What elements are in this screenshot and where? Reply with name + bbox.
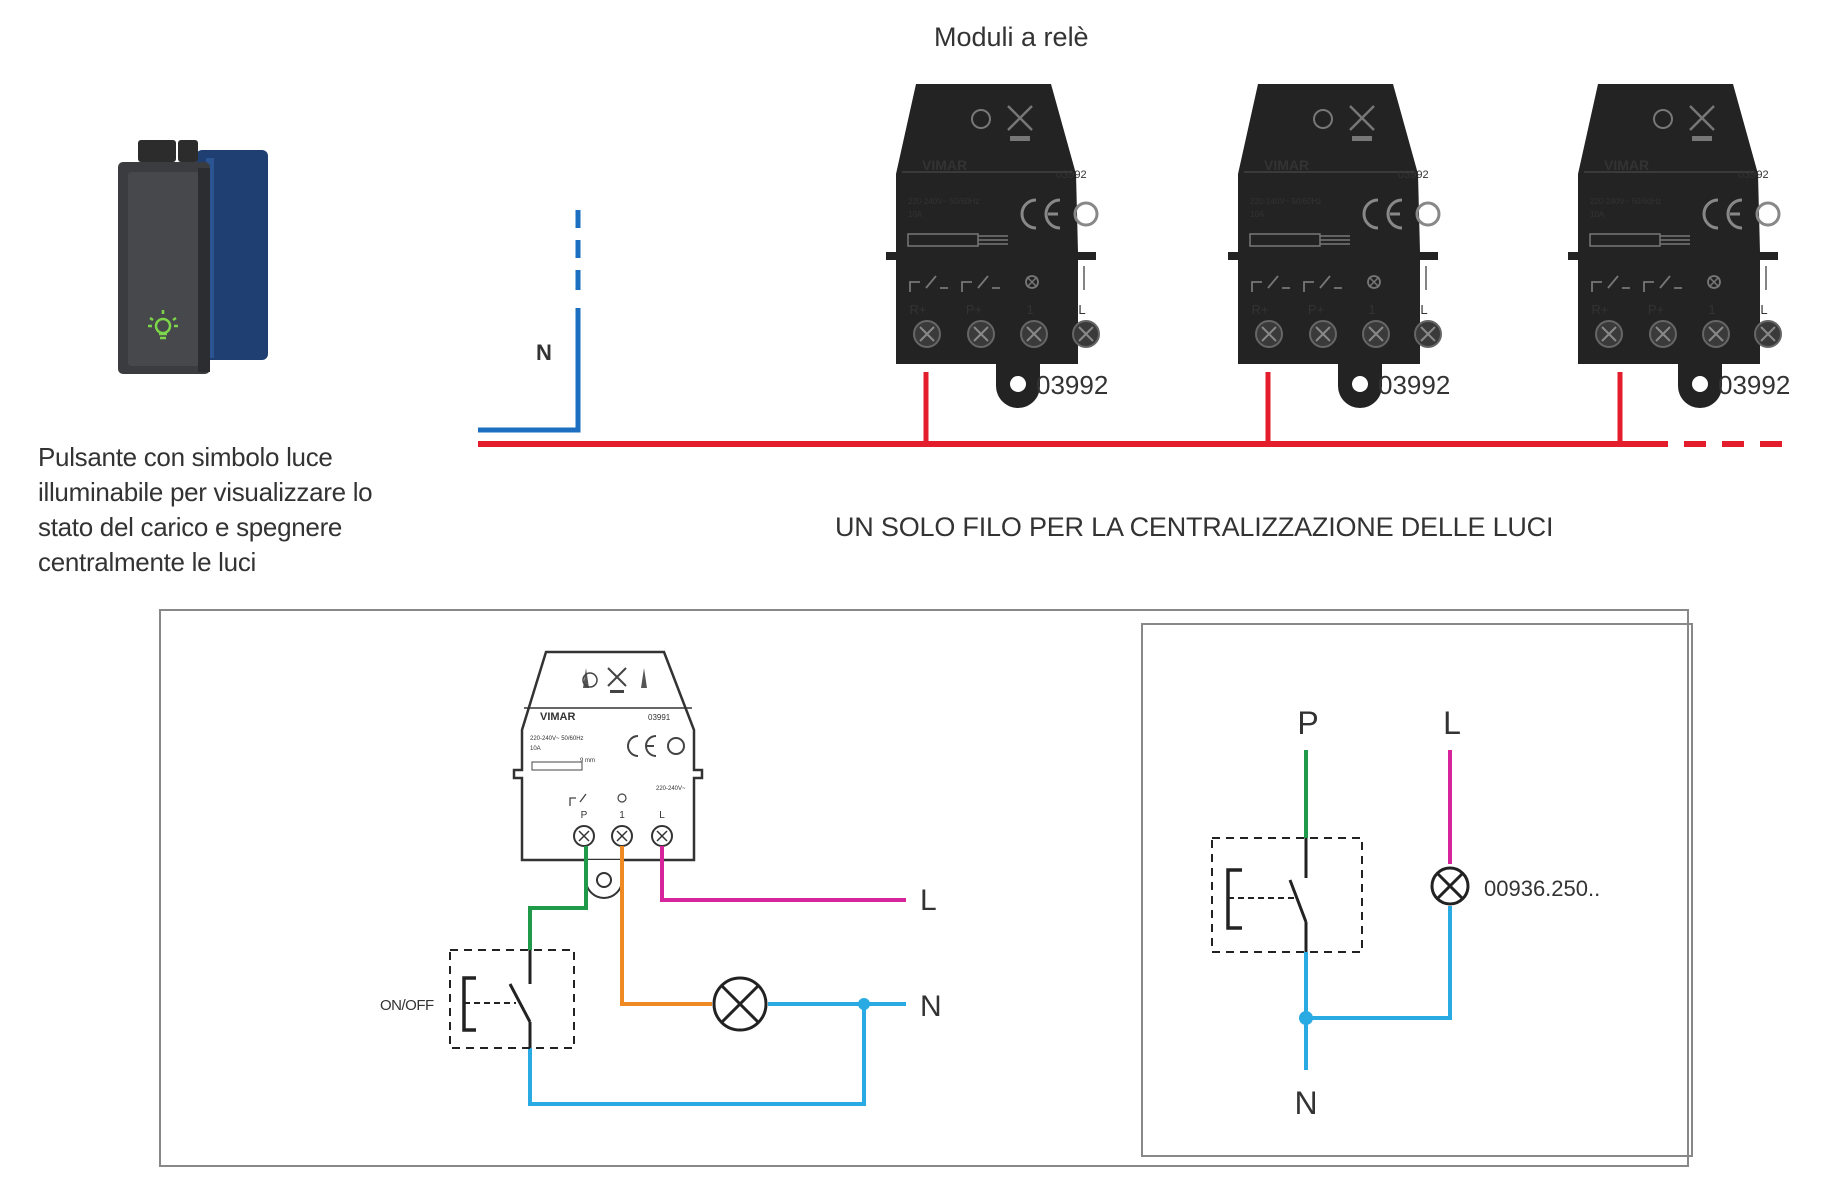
centralization-caption: UN SOLO FILO PER LA CENTRALIZZAZIONE DEL… bbox=[835, 512, 1554, 542]
relay-brand: VIMAR bbox=[922, 157, 967, 173]
schematic-l-label: L bbox=[1443, 705, 1461, 741]
lamp-code: 00936.250.. bbox=[1484, 876, 1600, 901]
relay-terminal-label: P+ bbox=[1648, 302, 1664, 317]
relay-terminal-label: 1 bbox=[1368, 302, 1375, 317]
schematic-lamp-return-wire bbox=[1306, 906, 1452, 1020]
schematic-frame bbox=[1141, 623, 1693, 1157]
switch-return-wire bbox=[528, 1004, 866, 1106]
neutral-output-label: N bbox=[920, 990, 942, 1023]
wiring-module-code: 03991 bbox=[648, 713, 671, 722]
relay-terminal-label: L bbox=[1760, 302, 1767, 317]
wiring-terminal-label: P bbox=[581, 810, 588, 821]
relay-module: VIMAR 03992 220-240V~ 50/60Hz 10A R+ P+ … bbox=[884, 82, 1108, 410]
relay-print-code: 03992 bbox=[1398, 169, 1429, 181]
relay-code: 03992 bbox=[1718, 370, 1790, 400]
relay-terminal-label: R+ bbox=[1252, 302, 1269, 317]
relay-print-code: 03992 bbox=[1056, 169, 1087, 181]
relay-rating: 220-240V~ 50/60Hz bbox=[1590, 197, 1661, 206]
wiring-module-brand: VIMAR bbox=[540, 711, 576, 723]
relay-terminal-label: L bbox=[1420, 302, 1427, 317]
relay-terminal-label: L bbox=[1078, 302, 1085, 317]
schematic-lamp-icon bbox=[1430, 866, 1470, 906]
magenta-wire bbox=[660, 846, 906, 902]
relay-terminal-label: P+ bbox=[966, 302, 982, 317]
relay-terminal-label: R+ bbox=[910, 302, 927, 317]
relay-print-code: 03992 bbox=[1738, 169, 1769, 181]
onoff-switch-icon bbox=[449, 949, 575, 1049]
green-wire bbox=[528, 846, 588, 950]
orange-wire bbox=[620, 846, 712, 1006]
wiring-module-voltage: 220-240V~ bbox=[656, 786, 686, 792]
relay-code: 03992 bbox=[1036, 370, 1108, 400]
relay-code: 03992 bbox=[1378, 370, 1450, 400]
relay-terminal-label: 1 bbox=[1026, 302, 1033, 317]
wiring-module-rating2: 10A bbox=[530, 746, 541, 752]
relay-modules-title: Moduli a relè bbox=[934, 22, 1089, 52]
relay-terminal-label: R+ bbox=[1592, 302, 1609, 317]
schematic-junction-dot bbox=[1299, 1011, 1313, 1025]
schematic-n-label: N bbox=[1294, 1085, 1317, 1121]
line-label: L bbox=[920, 884, 937, 917]
diagram-frame bbox=[159, 609, 1689, 1167]
relay-rating: 220-240V~ 50/60Hz bbox=[908, 197, 979, 206]
relay-brand: VIMAR bbox=[1264, 157, 1309, 173]
relay-module: VIMAR 03992 220-240V~ 50/60Hz 10A R+ P+ … bbox=[1566, 82, 1790, 410]
relay-brand: VIMAR bbox=[1604, 157, 1649, 173]
svg-text:9 mm: 9 mm bbox=[580, 758, 595, 764]
wiring-module-rating: 220-240V~ 50/60Hz bbox=[530, 736, 584, 742]
switch-label: ON/OFF bbox=[380, 997, 434, 1014]
neutral-wire bbox=[478, 308, 581, 433]
relay-terminal-label: P+ bbox=[1308, 302, 1324, 317]
pushbutton-description: Pulsante con simbolo luce illuminabile p… bbox=[38, 442, 373, 577]
wiring-terminal-label: 1 bbox=[619, 810, 625, 821]
wiring-terminal-label: L bbox=[659, 810, 665, 821]
pushbutton-image bbox=[118, 140, 268, 374]
wiring-module-03991: VIMAR 03991 220-240V~ 50/60Hz 10A 9 mm 2… bbox=[512, 650, 704, 899]
relay-rating2: 10A bbox=[908, 210, 923, 219]
relay-rating: 220-240V~ 50/60Hz bbox=[1250, 197, 1321, 206]
lamp-icon bbox=[712, 976, 768, 1032]
junction-dot bbox=[858, 998, 870, 1010]
relay-module: VIMAR 03992 220-240V~ 50/60Hz 10A R+ P+ … bbox=[1226, 82, 1450, 410]
light-bulb-icon bbox=[148, 310, 178, 340]
relay-rating2: 10A bbox=[1590, 210, 1605, 219]
relay-rating2: 10A bbox=[1250, 210, 1265, 219]
schematic-p-label: P bbox=[1297, 705, 1318, 741]
schematic-switch-icon bbox=[1211, 837, 1363, 953]
neutral-label: N bbox=[536, 340, 552, 365]
relay-terminal-label: 1 bbox=[1708, 302, 1715, 317]
